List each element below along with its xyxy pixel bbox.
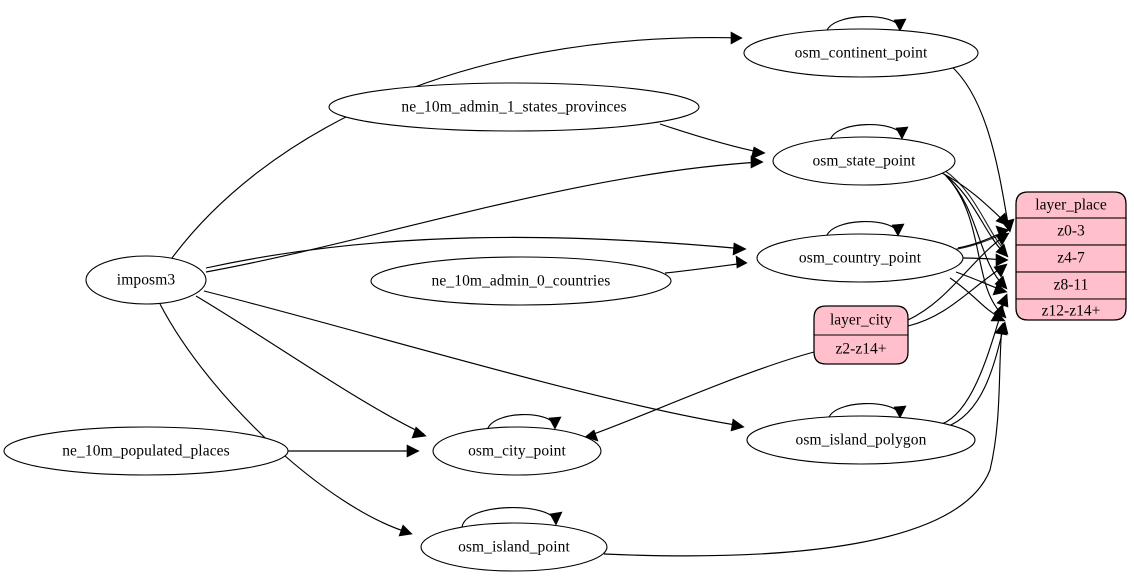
edge-imposm3-osm_continent_point xyxy=(171,31,743,259)
record-row-layer_place-z8-11[interactable]: z8-11 xyxy=(1054,277,1089,294)
edge-ne_populated-osm_city_point xyxy=(288,444,420,458)
record-node-layer_city[interactable]: layer_city z2-z14+ xyxy=(813,305,909,365)
record-row-layer_place-z0-3[interactable]: z0-3 xyxy=(1057,223,1085,240)
node-label-osm_island_polygon: osm_island_polygon xyxy=(796,432,927,449)
selfloop-osm_island_polygon xyxy=(827,402,907,421)
edge-imposm3-osm_country_point xyxy=(205,236,747,269)
node-osm_island_polygon[interactable]: osm_island_polygon xyxy=(746,415,976,465)
node-label-osm_city_point: osm_city_point xyxy=(468,443,566,460)
edge-imposm3-osm_island_polygon xyxy=(203,290,745,432)
record-row-layer_place-z12-z14[interactable]: z12-z14+ xyxy=(1042,303,1101,320)
node-label-ne_10m_admin_0_countries: ne_10m_admin_0_countries xyxy=(432,273,611,290)
edge-osm_island_point-layer_place-z12-z14 xyxy=(603,322,1008,557)
node-ne_10m_admin_0_countries[interactable]: ne_10m_admin_0_countries xyxy=(370,256,672,306)
edge-layer_city-layer_place-z4-7 xyxy=(907,263,1008,327)
record-row-layer_city-z2-z14[interactable]: z2-z14+ xyxy=(836,341,887,358)
edge-osm_country_point-layer_place-z4-7 xyxy=(962,253,1009,267)
edge-ne_admin1-osm_state_point xyxy=(659,123,766,160)
node-label-osm_country_point: osm_country_point xyxy=(799,250,922,267)
edge-ne_admin0-osm_country_point xyxy=(664,255,748,274)
edge-osm_state_point-layer_place-z12-z14 xyxy=(947,177,1007,319)
node-label-ne_10m_populated_places: ne_10m_populated_places xyxy=(62,443,230,460)
node-label-imposm3: imposm3 xyxy=(117,272,176,289)
node-ne_10m_admin_1_states_provinces[interactable]: ne_10m_admin_1_states_provinces xyxy=(328,82,700,132)
node-label-osm_island_point: osm_island_point xyxy=(458,539,570,556)
node-osm_state_point[interactable]: osm_state_point xyxy=(772,136,956,186)
edge-imposm3-osm_island_point xyxy=(159,303,413,537)
node-ne_10m_populated_places[interactable]: ne_10m_populated_places xyxy=(3,426,289,476)
node-osm_island_point[interactable]: osm_island_point xyxy=(420,522,608,572)
node-osm_country_point[interactable]: osm_country_point xyxy=(756,233,964,283)
record-row-layer_place-z4-7[interactable]: z4-7 xyxy=(1057,250,1085,267)
node-osm_continent_point[interactable]: osm_continent_point xyxy=(743,28,979,78)
selfloop-osm_country_point xyxy=(825,220,905,239)
edge-osm_state_point-layer_place-z0-3 xyxy=(939,171,1010,227)
edge-layer_city-osm_city_point xyxy=(584,351,815,442)
selfloop-osm_island_point xyxy=(461,507,563,528)
node-imposm3[interactable]: imposm3 xyxy=(85,255,207,305)
node-osm_city_point[interactable]: osm_city_point xyxy=(432,426,602,476)
edge-osm_continent_point-layer_place-z0-3 xyxy=(949,64,1015,233)
edge-imposm3-osm_state_point xyxy=(205,155,764,273)
record-row-layer_city-title: layer_city xyxy=(830,312,892,329)
edge-layer xyxy=(159,15,1015,557)
edge-osm_island_polygon-layer_place-z8-11 xyxy=(941,293,1009,425)
node-label-osm_continent_point: osm_continent_point xyxy=(795,45,928,62)
selfloop-osm_city_point xyxy=(486,414,562,432)
node-label-ne_10m_admin_1_states_provinces: ne_10m_admin_1_states_provinces xyxy=(401,99,626,116)
selfloop-osm_state_point xyxy=(829,123,909,142)
node-layer: imposm3 ne_10m_admin_1_states_provinces … xyxy=(3,28,979,572)
record-node-layer_place[interactable]: layer_place z0-3 z4-7 z8-11 z12-z14+ xyxy=(1015,191,1127,321)
record-row-layer_place-title: layer_place xyxy=(1035,197,1107,214)
edge-imposm3-osm_city_point xyxy=(195,295,427,439)
edge-osm_state_point-layer_place-z4-7 xyxy=(943,173,1009,258)
selfloop-osm_continent_point xyxy=(825,15,907,34)
node-label-osm_state_point: osm_state_point xyxy=(812,153,916,170)
